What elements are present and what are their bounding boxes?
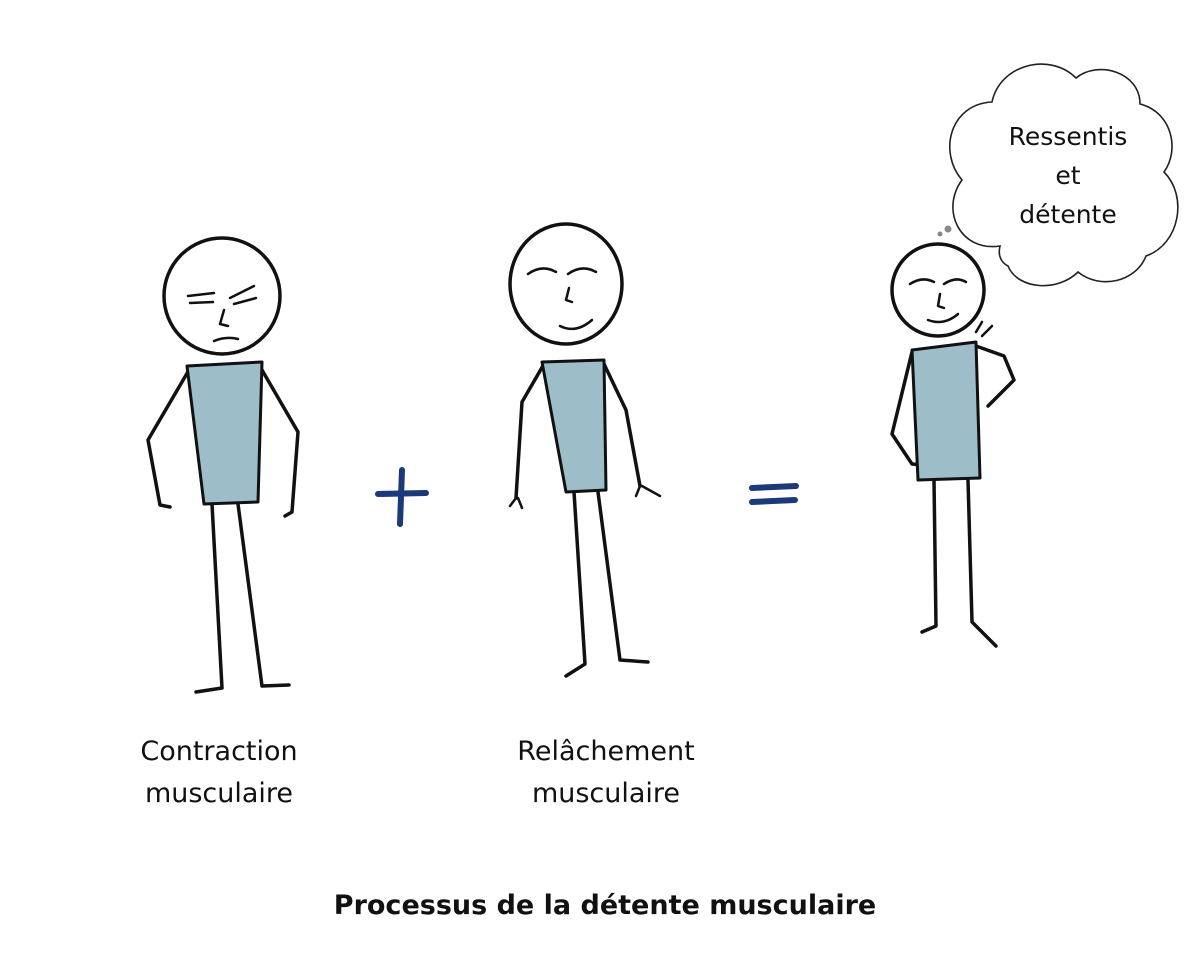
label-relaxation-line-2: musculaire — [532, 778, 680, 809]
diagram-title: Processus de la détente musculaire — [334, 890, 876, 921]
nose — [936, 292, 946, 310]
left-leg — [564, 490, 587, 678]
thought-dot-small — [937, 231, 943, 237]
shirt — [540, 358, 608, 494]
thought-line-1: Ressentis — [1009, 122, 1128, 151]
closed-left-eye — [526, 267, 558, 276]
thought-dot-medium — [944, 225, 952, 233]
thinking-stick-figure — [890, 242, 1016, 648]
tense-stick-figure — [146, 236, 300, 694]
squinting-left-eye — [186, 291, 216, 305]
relaxed-stick-figure — [508, 222, 662, 678]
left-hand — [508, 496, 524, 510]
head — [162, 236, 282, 356]
closed-left-eye — [908, 278, 936, 286]
left-leg — [194, 502, 224, 694]
head — [890, 242, 986, 338]
equals-sign — [749, 483, 799, 505]
label-contraction-line-2: musculaire — [145, 778, 293, 809]
right-arm-akimbo — [260, 368, 300, 518]
right-hand — [634, 484, 662, 498]
right-leg — [236, 502, 291, 688]
thought-bubble: Ressentis et détente — [937, 63, 1179, 287]
plus-sign — [375, 467, 429, 527]
left-leg — [920, 478, 938, 634]
label-contraction-line-1: Contraction — [140, 736, 297, 767]
fingers-on-chin — [974, 320, 994, 338]
nose — [218, 308, 230, 328]
right-arm-hanging — [602, 362, 642, 488]
left-arm-hanging — [514, 362, 546, 500]
closed-right-eye — [942, 278, 968, 286]
right-arm-to-chin — [974, 344, 1016, 408]
head — [508, 222, 624, 346]
right-leg — [966, 478, 998, 648]
thought-cloud — [948, 63, 1179, 287]
squinting-right-eye — [228, 284, 258, 306]
thought-line-2: et — [1055, 161, 1080, 190]
smile — [558, 318, 594, 331]
label-relaxation-line-1: Relâchement — [517, 736, 694, 767]
left-arm-akimbo — [146, 368, 191, 509]
shirt — [185, 360, 264, 506]
smile — [926, 312, 960, 324]
shirt — [910, 340, 982, 482]
nose — [564, 286, 574, 304]
label-contraction: Contraction musculaire — [140, 736, 297, 809]
tight-mouth — [212, 336, 240, 343]
right-leg — [596, 490, 650, 664]
label-relaxation: Relâchement musculaire — [517, 736, 694, 809]
thought-line-3: détente — [1019, 200, 1116, 229]
closed-right-eye — [566, 267, 598, 276]
